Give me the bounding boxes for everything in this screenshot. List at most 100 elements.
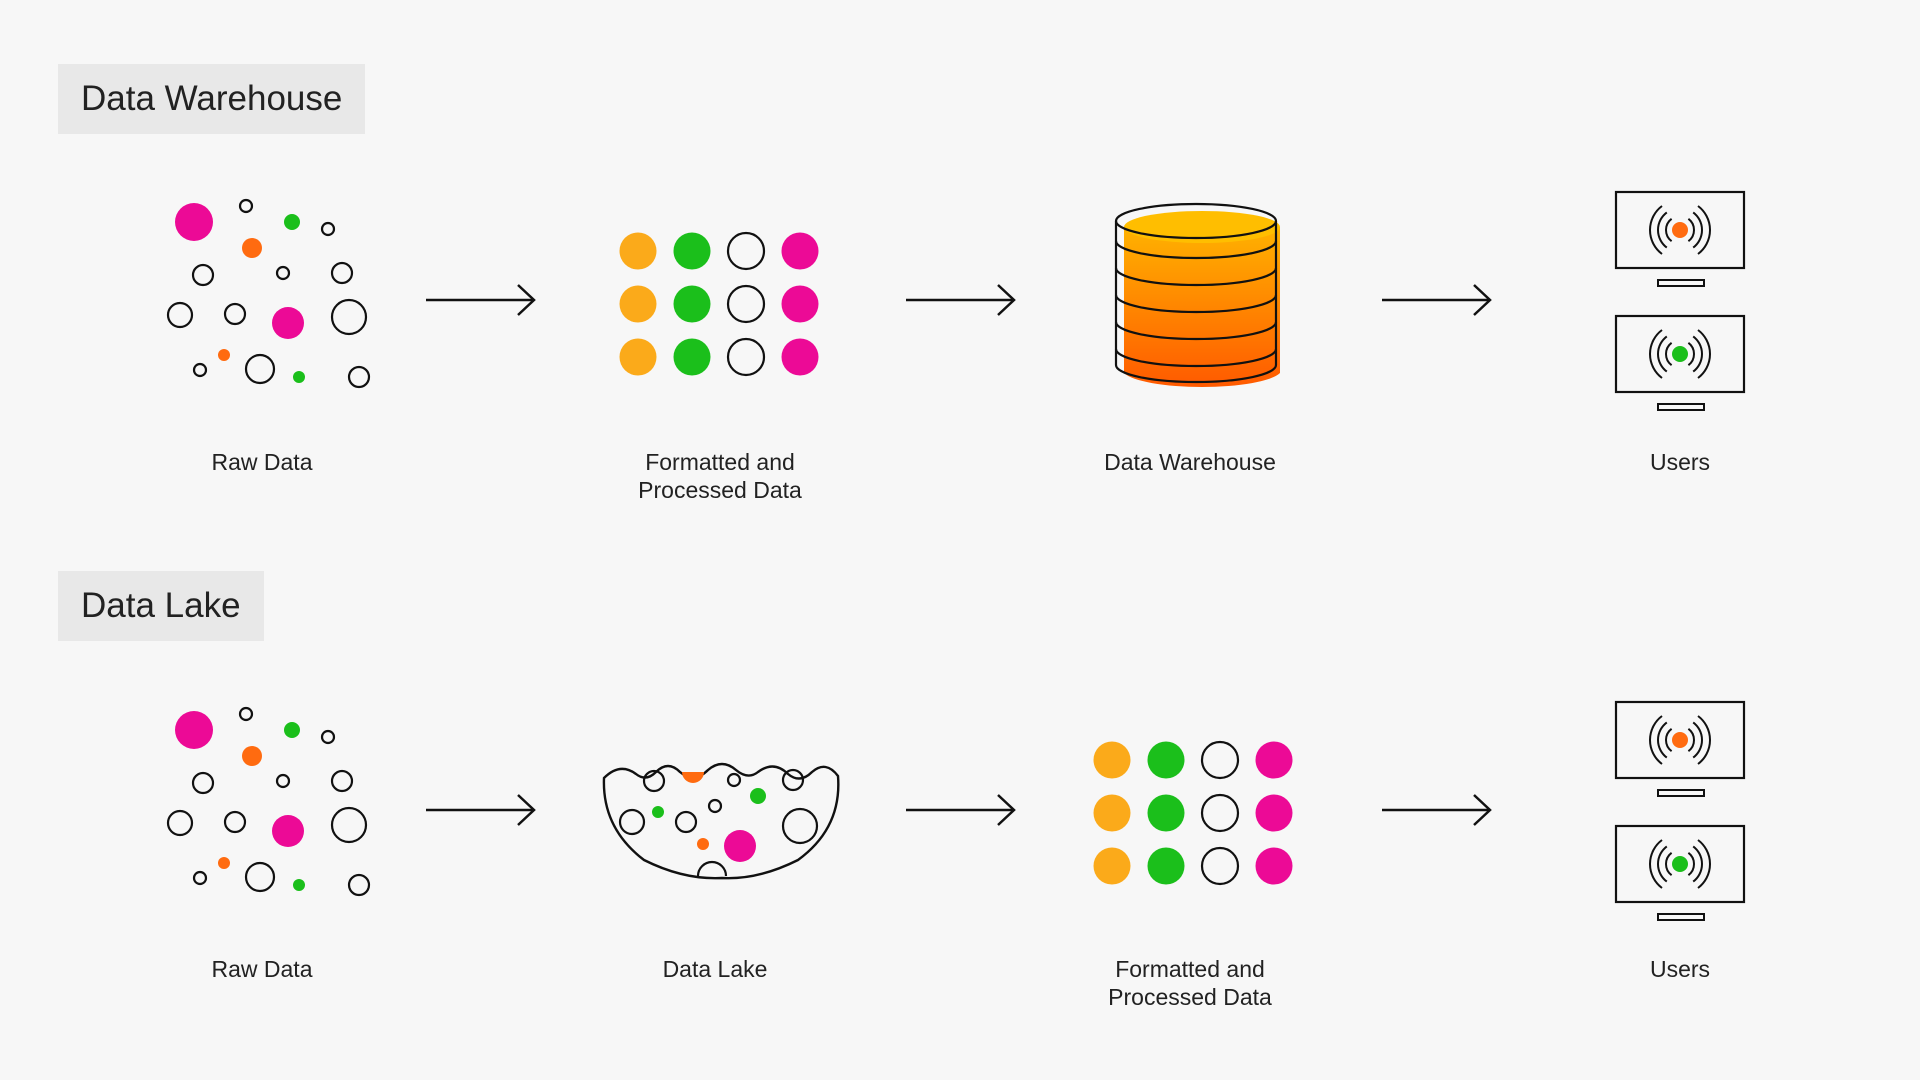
raw-data-dot [192,870,208,886]
monitor-screen [1614,314,1746,394]
raw-data-dot [330,298,368,336]
formatted-data-dot [1147,741,1185,779]
monitor-stand [1657,279,1705,287]
signal-wave [1665,852,1673,876]
signal-wave [1697,715,1711,765]
signal-wave [1657,211,1668,249]
signal-wave [1657,721,1668,759]
formatted-data-icon [1093,740,1293,886]
arrow-icon [426,284,536,316]
raw-data-dot [191,771,215,795]
formatted-data-dot [1093,847,1131,885]
formatted-data-dot [1255,741,1293,779]
database-icon [1114,202,1280,388]
signal-wave [1649,839,1663,889]
signal-wave [1665,728,1673,752]
formatted-data-dot [726,284,766,324]
section-title-data-warehouse: Data Warehouse [58,64,366,134]
formatted-data-dot [1147,794,1185,832]
raw-data-dot [244,353,276,385]
monitors-icon [1614,700,1746,921]
lake-icon [602,762,840,880]
signal-wave [1657,845,1668,883]
signal-wave [1697,839,1711,889]
stage-label: Data Lake [662,956,768,982]
section-title-data-lake: Data Lake [58,571,264,641]
raw-data-dot [175,711,213,749]
stage-label: Raw Data [211,449,313,475]
monitor-screen [1614,824,1746,904]
raw-data-dot [192,362,208,378]
signal-wave [1687,342,1695,366]
signal-wave [1665,342,1673,366]
raw-data-dot [347,873,371,897]
raw-data-icon [166,706,371,897]
signal-wave [1649,715,1663,765]
raw-data-dot [223,302,247,326]
raw-data-dot [320,729,336,745]
stage-label: Users [1649,449,1711,475]
raw-data-icon [166,198,371,389]
raw-data-dot [275,265,291,281]
stage-label: Raw Data [211,956,313,982]
raw-data-dot [330,769,354,793]
signal-wave [1692,721,1703,759]
signal-wave [1649,329,1663,379]
raw-data-dot [244,861,276,893]
raw-data-dot [347,365,371,389]
monitor-stand [1657,789,1705,797]
raw-data-dot [330,806,368,844]
raw-data-dot [320,221,336,237]
signal-wave [1687,728,1695,752]
raw-data-dot [284,722,300,738]
raw-data-dot [293,879,305,891]
formatted-data-dot [1255,794,1293,832]
signal-wave [1687,852,1695,876]
raw-data-dot [242,746,262,766]
signal-wave [1697,205,1711,255]
stage-label: Formatted and Processed Data [638,449,802,503]
raw-data-dot [238,706,254,722]
formatted-data-dot [1200,793,1240,833]
monitor-screen [1614,190,1746,270]
formatted-data-dot [1200,846,1240,886]
signal-wave [1692,335,1703,373]
signal-wave [1697,329,1711,379]
raw-data-dot [166,301,194,329]
raw-data-dot [284,214,300,230]
formatted-data-icon [619,231,819,377]
formatted-data-dot [781,338,819,376]
formatted-data-dot [781,285,819,323]
signal-dot [1672,222,1688,238]
signal-wave [1649,205,1663,255]
raw-data-dot [330,261,354,285]
signal-dot [1672,856,1688,872]
signal-wave [1692,211,1703,249]
raw-data-dot [238,198,254,214]
formatted-data-dot [1147,847,1185,885]
raw-data-dot [218,857,230,869]
raw-data-dot [242,238,262,258]
formatted-data-dot [1093,794,1131,832]
formatted-data-dot [673,232,711,270]
raw-data-dot [272,815,304,847]
stage-label: Formatted and Processed Data [1108,956,1272,1010]
signal-dot [1672,732,1688,748]
monitor-stand [1657,913,1705,921]
arrow-icon [426,794,536,826]
formatted-data-dot [726,337,766,377]
signal-wave [1657,335,1668,373]
formatted-data-dot [1200,740,1240,780]
formatted-data-dot [673,338,711,376]
raw-data-dot [272,307,304,339]
formatted-data-dot [619,338,657,376]
arrow-icon [1382,794,1492,826]
arrow-icon [1382,284,1492,316]
arrow-icon [906,794,1016,826]
stage-label: Users [1649,956,1711,982]
raw-data-dot [223,810,247,834]
arrow-icon [906,284,1016,316]
raw-data-dot [275,773,291,789]
signal-wave [1687,218,1695,242]
raw-data-dot [175,203,213,241]
